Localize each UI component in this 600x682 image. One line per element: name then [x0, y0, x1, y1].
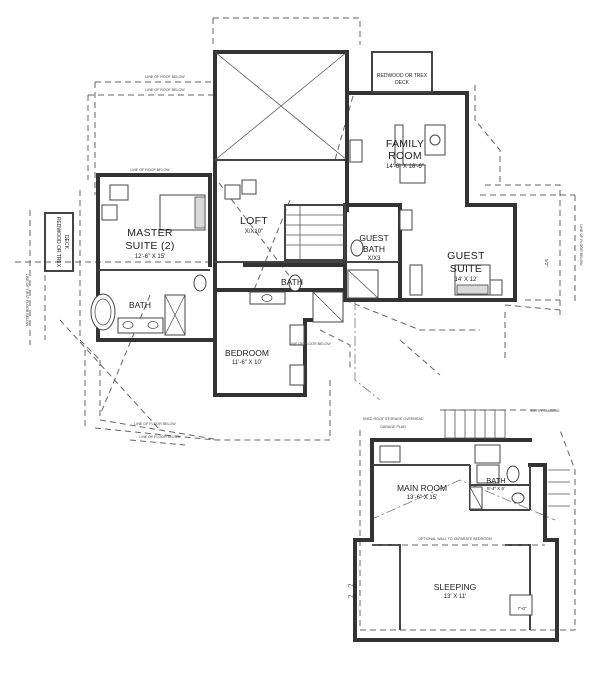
bedroom-dims: 11'-6" X 10'	[232, 360, 262, 366]
bedroom-label: BEDROOM	[225, 348, 269, 358]
deck-top-label-2: DECK	[395, 80, 410, 86]
family-room-dims: 14'-6" X 16'-6"	[386, 164, 424, 170]
garage-unit-labels: MAIN ROOM 13'-6" X 15' BATH 5'-4" X 6' S…	[348, 409, 560, 611]
sleeping-dims: 13' X 11'	[444, 594, 467, 600]
master-suite-dims: 12'-6" X 15'	[135, 254, 165, 260]
note-optional-wall: OPTIONAL WALL TO SEPARATE BEDROOM	[418, 537, 492, 541]
guest-suite-label-2: SUITE	[450, 263, 482, 275]
main-room-label: MAIN ROOM	[397, 483, 447, 493]
note-garage-plan: GARAGE PLAN	[380, 425, 406, 429]
family-room-label-2: ROOM	[388, 150, 422, 162]
main-floor-walls	[44, 50, 517, 397]
loft-dims: X/X10"	[245, 229, 263, 235]
garage-roof-outline	[359, 409, 576, 631]
garage-dim-right: 7'-0"	[518, 606, 527, 611]
guest-bath-label-2: BATH	[363, 244, 385, 254]
garage-bath-label: BATH	[486, 476, 505, 485]
main-floor-furniture	[90, 124, 503, 386]
note-shed-roof: SHED ROOF STORAGE OVERHEAD	[362, 417, 423, 421]
note-floor-below-6: LINE OF FLOOR BELOW	[289, 342, 331, 346]
sleeping-label: SLEEPING	[434, 582, 477, 592]
main-floor-labels: FAMILY ROOM 14'-6" X 16'-6" MASTER SUITE…	[25, 73, 583, 439]
center-bath-label: BATH	[281, 277, 303, 287]
family-room-label: FAMILY	[386, 138, 424, 150]
note-roof-below-2: LINE OF ROOF BELOW	[145, 88, 185, 92]
guest-suite-label: GUEST	[447, 250, 485, 262]
note-roof-below-1: LINE OF ROOF BELOW	[145, 75, 185, 79]
deck-top-label: REDWOOD OR TREX	[377, 73, 428, 79]
roof-outline-lines	[15, 17, 576, 446]
master-suite-label: MASTER	[127, 227, 173, 239]
deck-top-outline	[371, 51, 433, 93]
garage-bath-dims: 5'-4" X 6'	[487, 486, 505, 491]
main-room-dims: 13'-6" X 15'	[407, 495, 437, 501]
note-right-dim: 5'2"	[544, 259, 549, 267]
note-entry-landing: ENTRY LANDING	[530, 409, 559, 413]
note-first-floor-below: LINE OF FIRST FLOOR BELOW	[25, 274, 29, 327]
guest-bath-dims: X/X3	[367, 256, 381, 262]
deck-left-label: REDWOOD OR TREX	[55, 217, 61, 268]
garage-unit-walls	[353, 409, 570, 642]
deck-left-label-2: DECK	[63, 235, 69, 250]
guest-suite-dims: 14' X 12'	[455, 277, 478, 283]
garage-dim-left-2: 7'-0"	[348, 594, 357, 599]
garage-dim-left-1: 7'-0"	[348, 583, 357, 588]
note-floor-below-4: LINE OF FLOOR BELOW	[134, 422, 176, 426]
loft-label: LOFT	[240, 215, 268, 227]
note-right-side: LINE OF FLOOR BELOW	[579, 224, 583, 266]
note-floor-below-5: LINE OF FLOOR BELOW	[139, 435, 181, 439]
master-suite-label-2: SUITE (2)	[125, 240, 174, 252]
deck-left-outline	[44, 212, 74, 272]
guest-bath-label: GUEST	[359, 233, 388, 243]
note-roof-below-3: LINE OF ROOF BELOW	[130, 168, 170, 172]
master-bath-label: BATH	[129, 300, 151, 310]
